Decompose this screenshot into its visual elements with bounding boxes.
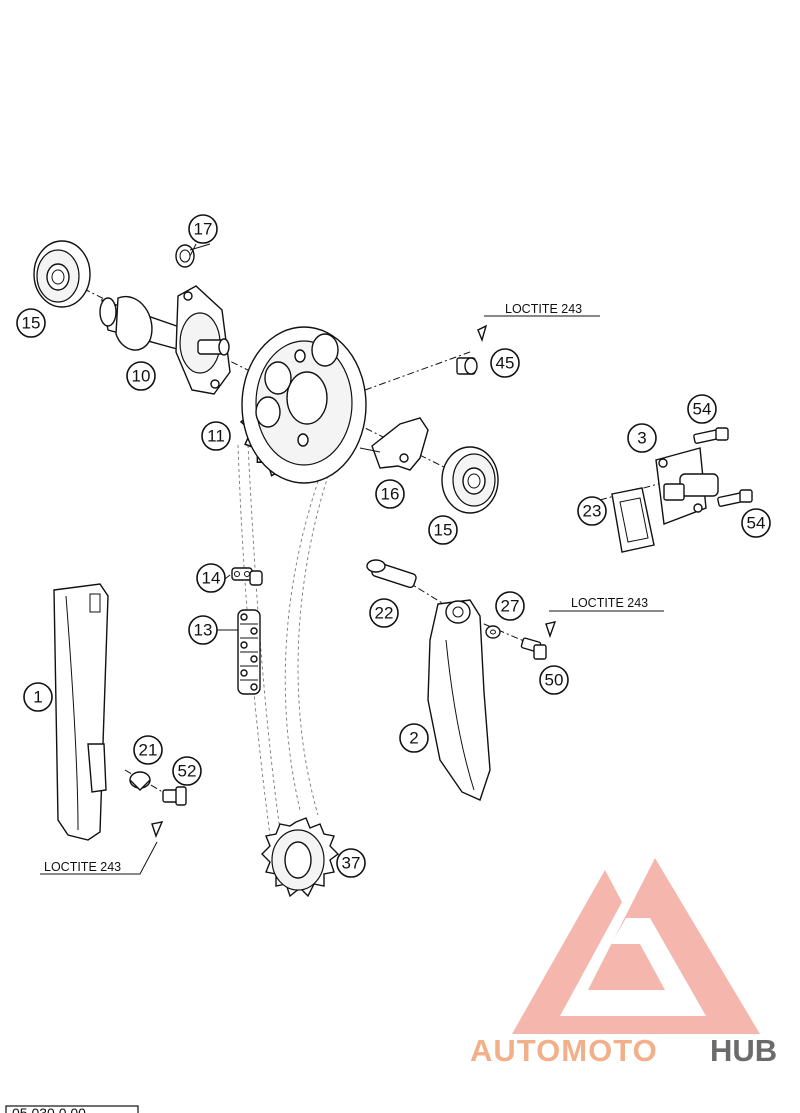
callout-1: 1 <box>23 682 53 712</box>
callout-22: 22 <box>369 598 399 628</box>
callout-54-top: 54 <box>687 394 717 424</box>
loctite-note-right: LOCTITE 243 <box>571 596 648 610</box>
svg-text:LOCTITE 243: LOCTITE 243 <box>44 860 121 874</box>
logo-text-hub: HUB <box>710 1033 777 1068</box>
callout-3: 3 <box>627 423 657 453</box>
logo-triangle <box>512 858 760 1034</box>
svg-text:3: 3 <box>637 429 646 448</box>
camshaft-sprocket <box>239 326 367 484</box>
screw-54-top <box>693 427 729 444</box>
figure-code-text: 05.030.0.00 <box>12 1105 86 1113</box>
loctite-note-top: LOCTITE 243 <box>505 302 582 316</box>
callout-2: 2 <box>399 723 429 753</box>
svg-text:21: 21 <box>139 741 158 760</box>
leader-lines <box>40 243 664 875</box>
loctite-note-bottom: LOCTITE 243 <box>44 860 121 874</box>
chain-tensioner <box>655 447 719 525</box>
callout-17: 17 <box>188 214 218 244</box>
callout-45: 45 <box>490 348 520 378</box>
axis-lines <box>69 281 681 806</box>
callout-52: 52 <box>172 756 202 786</box>
spring <box>175 243 211 268</box>
svg-text:14: 14 <box>202 569 221 588</box>
callout-16: 16 <box>375 479 405 509</box>
screw-50 <box>520 621 557 660</box>
svg-text:2: 2 <box>409 729 418 748</box>
svg-text:LOCTITE 243: LOCTITE 243 <box>505 302 582 316</box>
callout-21: 21 <box>133 735 163 765</box>
svg-text:17: 17 <box>194 220 213 239</box>
svg-text:15: 15 <box>434 521 453 540</box>
bearing-left <box>33 240 91 308</box>
washer-27 <box>485 625 501 639</box>
svg-text:LOCTITE 243: LOCTITE 243 <box>571 596 648 610</box>
camshaft <box>99 285 231 395</box>
decompressor-weight <box>359 417 429 471</box>
guide-rail <box>53 583 109 841</box>
svg-text:27: 27 <box>501 597 520 616</box>
chain-link-14 <box>231 567 263 586</box>
callout-23: 23 <box>577 496 607 526</box>
svg-text:22: 22 <box>375 604 394 623</box>
svg-text:15: 15 <box>22 314 41 333</box>
svg-text:1: 1 <box>33 688 42 707</box>
tensioner-gasket <box>611 487 655 553</box>
svg-text:45: 45 <box>496 354 515 373</box>
logo-text-automoto: AUTOMOTO <box>470 1033 658 1068</box>
svg-text:11: 11 <box>207 427 225 446</box>
svg-text:50: 50 <box>545 671 564 690</box>
callout-37: 37 <box>336 848 366 878</box>
svg-text:54: 54 <box>693 400 712 419</box>
automotohub-logo: AUTOMOTO HUB <box>470 858 777 1068</box>
screw-52 <box>151 786 187 838</box>
callout-54-bottom: 54 <box>741 508 771 538</box>
callout-27: 27 <box>495 591 525 621</box>
callout-15-right: 15 <box>428 515 458 545</box>
svg-text:52: 52 <box>178 762 197 781</box>
callout-10: 10 <box>126 361 156 391</box>
callout-15-left: 15 <box>16 308 46 338</box>
crankshaft-sprocket <box>261 817 340 898</box>
callout-11: 11 <box>201 421 231 451</box>
figure-code: 05.030.0.00 <box>5 1105 139 1113</box>
pivot-bolt-22 <box>366 559 417 589</box>
screw-45 <box>456 324 488 375</box>
svg-text:23: 23 <box>583 502 602 521</box>
tensioning-rail <box>427 599 491 801</box>
bearing-right <box>441 446 499 514</box>
callout-13: 13 <box>188 615 218 645</box>
callout-50: 50 <box>539 665 569 695</box>
svg-text:16: 16 <box>381 485 400 504</box>
svg-text:10: 10 <box>132 367 151 386</box>
svg-text:37: 37 <box>342 854 361 873</box>
screw-54-bottom <box>717 489 753 507</box>
sleeve-21 <box>129 771 151 791</box>
timing-chain-13 <box>237 609 261 695</box>
callout-14: 14 <box>196 563 226 593</box>
svg-text:13: 13 <box>194 621 213 640</box>
svg-text:54: 54 <box>747 514 766 533</box>
